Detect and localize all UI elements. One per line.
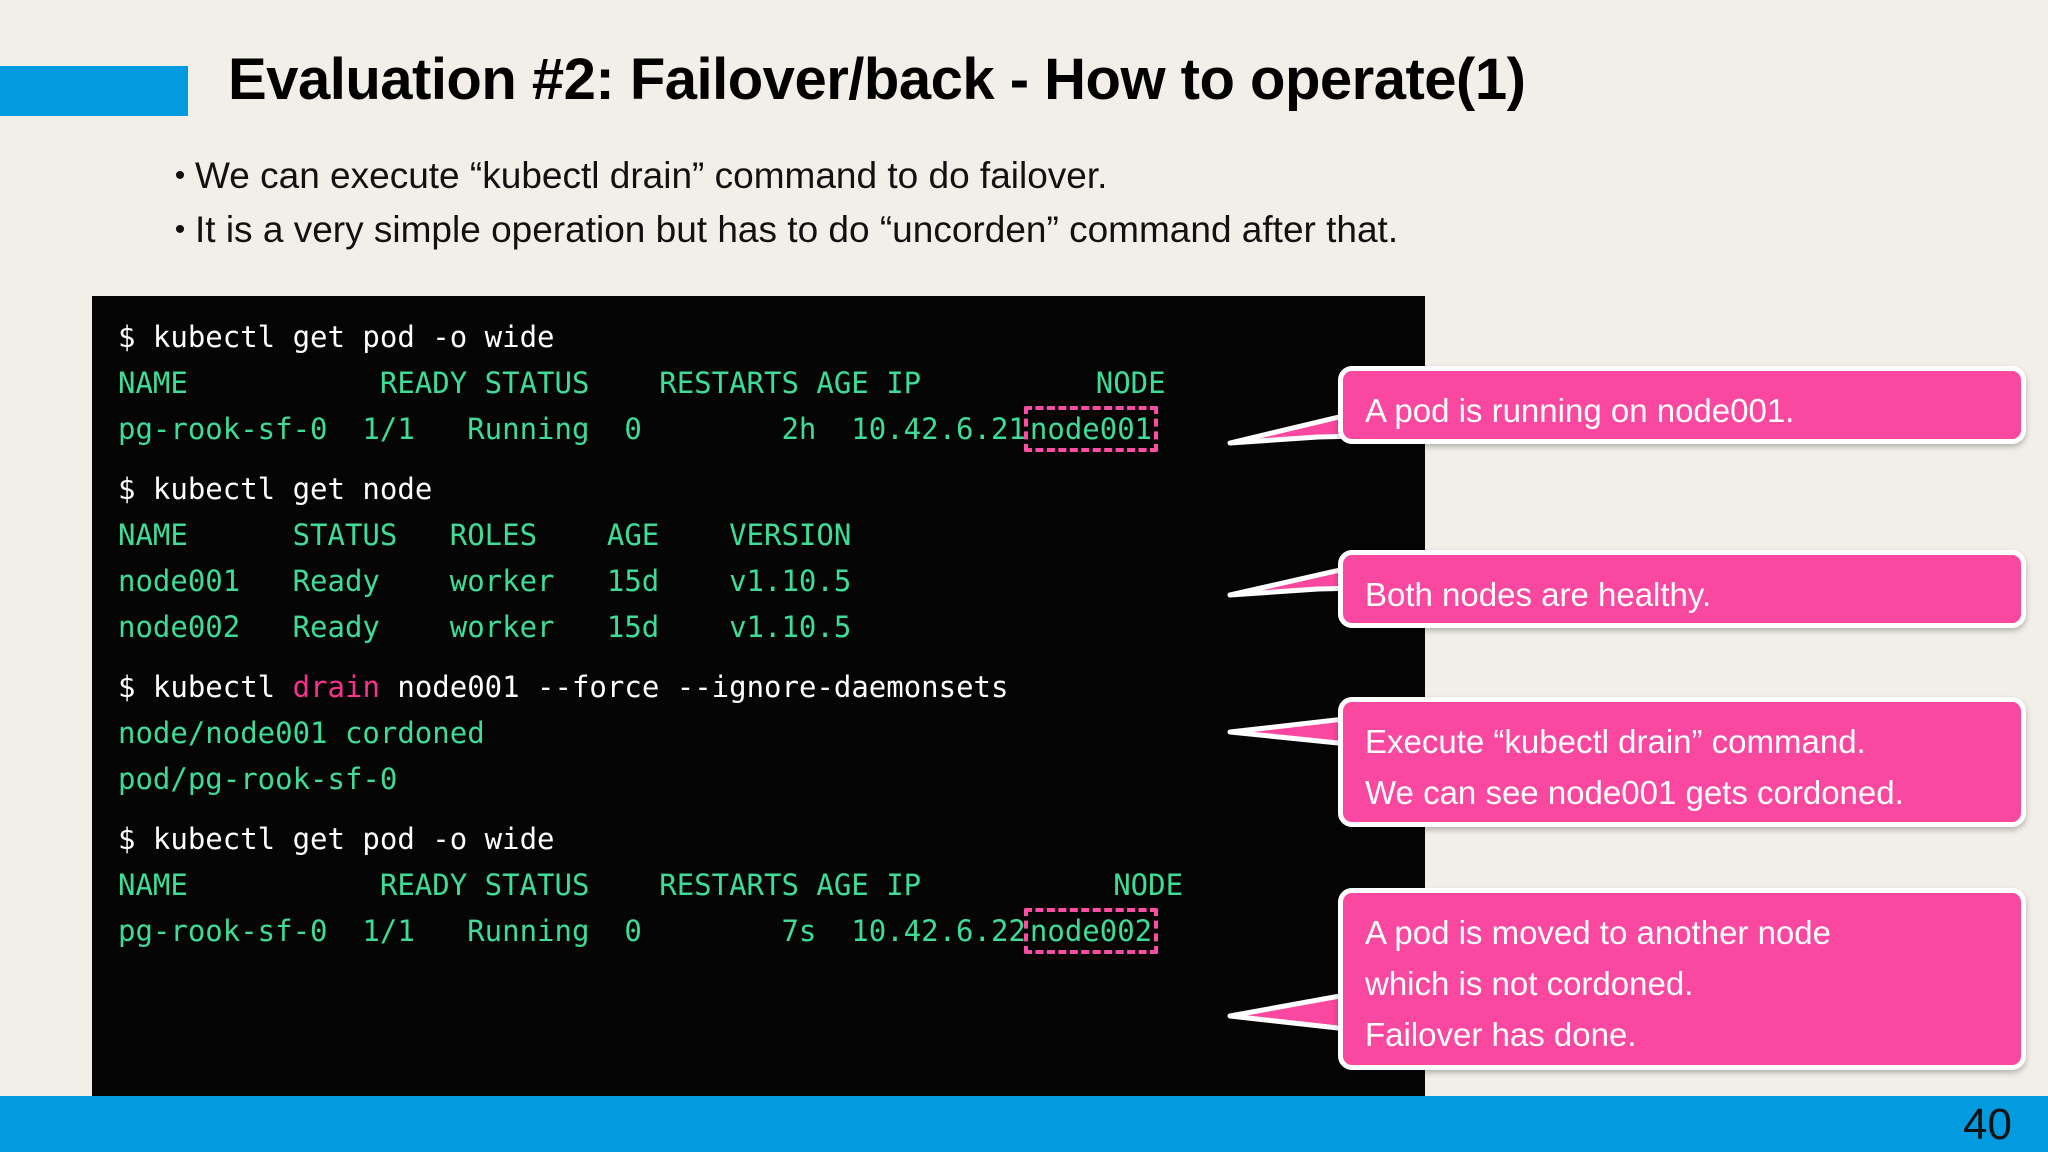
bullet-text: We can execute “kubectl drain” command t… xyxy=(195,155,1108,196)
bullet-marker-icon: • xyxy=(174,213,186,246)
footer-bar xyxy=(0,1096,2048,1152)
terminal-command-line: $ kubectl get pod -o wide xyxy=(118,816,1425,862)
highlight-box-node001: node001 xyxy=(1023,406,1159,452)
terminal-command-line: $ kubectl drain node001 --force --ignore… xyxy=(118,664,1425,710)
page-number: 40 xyxy=(1963,1100,2012,1149)
terminal-block-get-pod-1: $ kubectl get pod -o wide NAME READY STA… xyxy=(118,314,1425,452)
shell-prompt: $ xyxy=(118,472,153,506)
shell-prompt: $ xyxy=(118,822,153,856)
command-text: kubectl get node xyxy=(152,472,433,506)
title-accent-bar xyxy=(0,66,188,116)
header-node-column: NODE xyxy=(1113,868,1184,902)
shell-prompt: $ xyxy=(118,670,153,704)
table-row: pg-rook-sf-0 1/1 Running 0 7s 10.42.6.22… xyxy=(118,908,1425,954)
callout-line: Both nodes are healthy. xyxy=(1365,576,1712,613)
command-text: kubectl get pod -o wide xyxy=(152,320,555,354)
command-text-prefix: kubectl xyxy=(152,670,293,704)
callout-execute-drain: Execute “kubectl drain” command. We can … xyxy=(1338,697,2026,827)
terminal-table-header: NAME READY STATUS RESTARTS AGE IP NODE xyxy=(118,862,1425,908)
callout-nodes-healthy: Both nodes are healthy. xyxy=(1338,550,2026,628)
terminal-output-line: pod/pg-rook-sf-0 xyxy=(118,762,398,796)
bullet-list: • We can execute “kubectl drain” command… xyxy=(165,150,1865,258)
list-item: • It is a very simple operation but has … xyxy=(165,204,1865,256)
shell-prompt: $ xyxy=(118,320,153,354)
terminal-block-get-pod-2: $ kubectl get pod -o wide NAME READY STA… xyxy=(118,816,1425,954)
terminal-command-line: $ kubectl get pod -o wide xyxy=(118,314,1425,360)
page-title: Evaluation #2: Failover/back - How to op… xyxy=(228,47,1526,112)
terminal-block-get-node: $ kubectl get node NAME STATUS ROLES AGE… xyxy=(118,466,1425,650)
callout-line: which is not cordoned. xyxy=(1365,965,1694,1002)
header-node-column: NODE xyxy=(1095,366,1166,400)
bullet-text: It is a very simple operation but has to… xyxy=(195,209,1399,250)
header-columns: NAME READY STATUS RESTARTS AGE IP xyxy=(118,366,1096,400)
terminal-table-header: NAME STATUS ROLES AGE VERSION xyxy=(118,518,852,552)
command-text-suffix: node001 --force --ignore-daemonsets xyxy=(379,670,1009,704)
row-values: pg-rook-sf-0 1/1 Running 0 7s 10.42.6.22 xyxy=(118,914,1026,948)
table-row: pg-rook-sf-0 1/1 Running 0 2h 10.42.6.21… xyxy=(118,406,1425,452)
callout-pod-moved: A pod is moved to another node which is … xyxy=(1338,888,2026,1070)
table-row: node001 Ready worker 15d v1.10.5 xyxy=(118,564,852,598)
terminal-table-header: NAME READY STATUS RESTARTS AGE IP NODE xyxy=(118,360,1425,406)
callout-line: Failover has done. xyxy=(1365,1016,1637,1053)
callout-line: A pod is moved to another node xyxy=(1365,914,1831,951)
callout-pod-running: A pod is running on node001. xyxy=(1338,366,2026,444)
command-keyword-drain: drain xyxy=(292,670,380,704)
header-columns: NAME READY STATUS RESTARTS AGE IP xyxy=(118,868,1114,902)
callout-line: We can see node001 gets cordoned. xyxy=(1365,774,1904,811)
list-item: • We can execute “kubectl drain” command… xyxy=(165,150,1865,202)
highlight-box-node002: node002 xyxy=(1023,908,1159,954)
terminal-block-drain: $ kubectl drain node001 --force --ignore… xyxy=(118,664,1425,802)
terminal-window[interactable]: $ kubectl get pod -o wide NAME READY STA… xyxy=(92,296,1425,1152)
terminal-output-line: node/node001 cordoned xyxy=(118,716,485,750)
row-values: pg-rook-sf-0 1/1 Running 0 2h 10.42.6.21 xyxy=(118,412,1026,446)
callout-line: A pod is running on node001. xyxy=(1365,392,1795,429)
callout-line: Execute “kubectl drain” command. xyxy=(1365,723,1866,760)
bullet-marker-icon: • xyxy=(174,159,186,192)
terminal-command-line: $ kubectl get node xyxy=(118,466,1425,512)
command-text: kubectl get pod -o wide xyxy=(152,822,555,856)
table-row: node002 Ready worker 15d v1.10.5 xyxy=(118,610,852,644)
